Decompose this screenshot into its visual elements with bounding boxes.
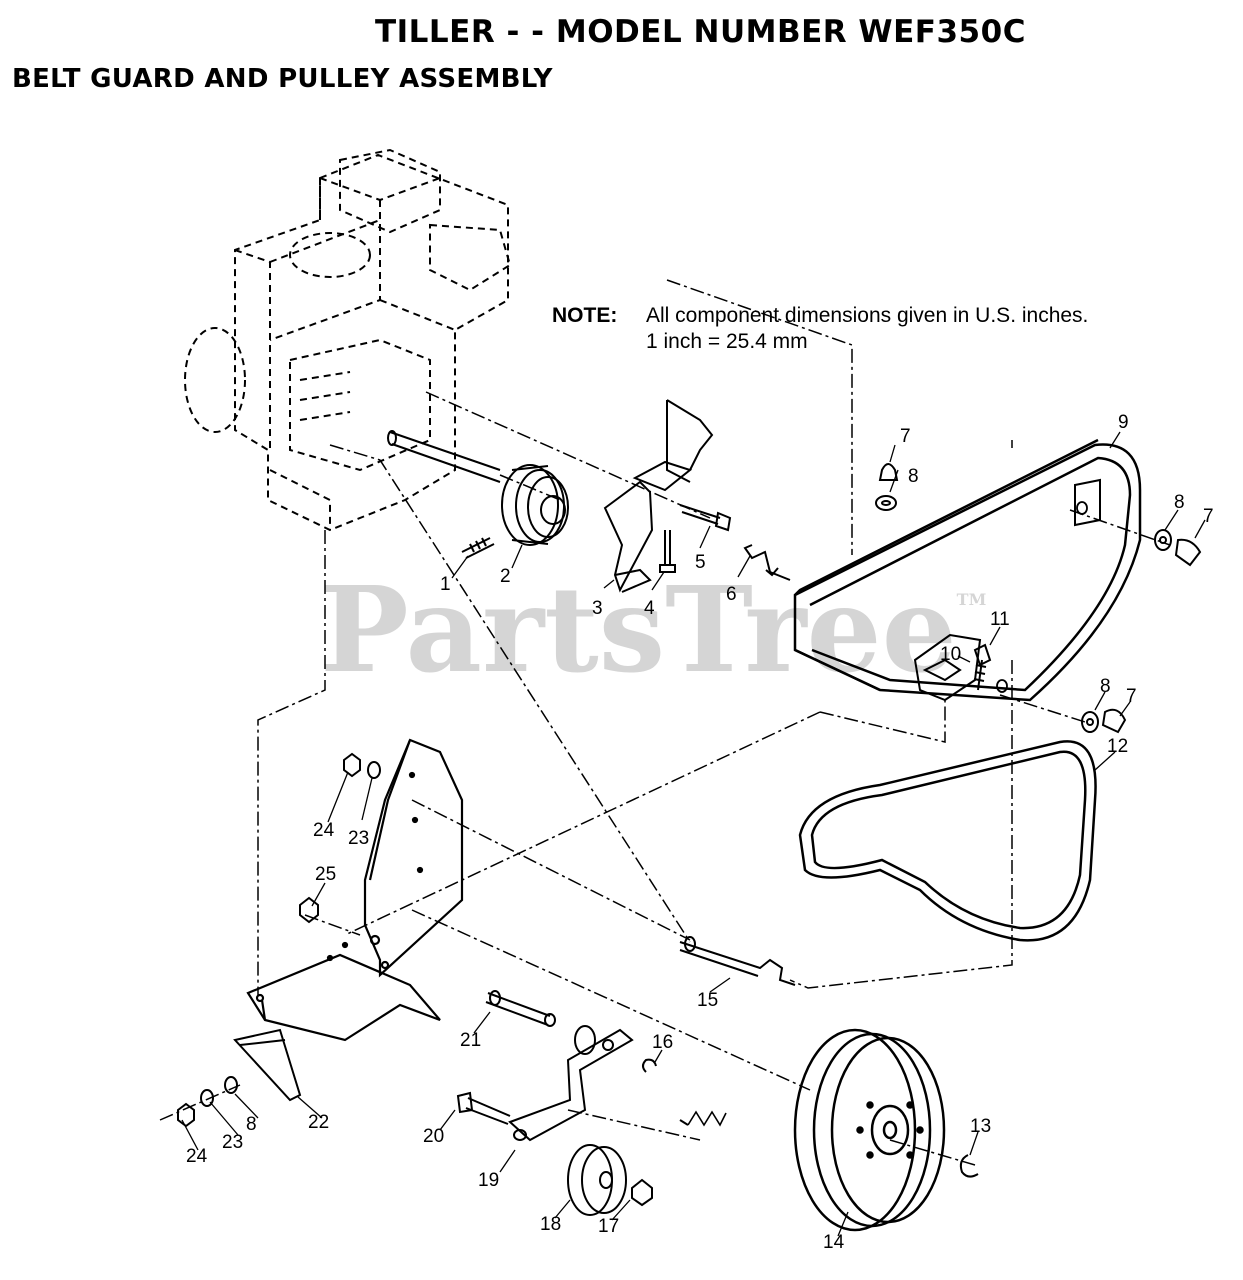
part-4-bolt (659, 530, 676, 573)
callout-8d: 8 (246, 1114, 257, 1135)
mounting-plate (246, 738, 464, 1042)
callout-23a: 23 (348, 828, 369, 849)
callout-leaders (181, 431, 1206, 1237)
callout-20: 20 (423, 1126, 444, 1147)
callout-7a: 7 (900, 426, 911, 447)
part-5-bolt (679, 504, 732, 532)
callout-7c: 7 (1126, 686, 1137, 707)
callout-8b: 8 (1174, 492, 1185, 513)
part-9-belt-guard (793, 438, 1142, 702)
callout-11: 11 (990, 609, 1010, 630)
part-8-washer-d (224, 1076, 238, 1094)
callout-15: 15 (697, 990, 718, 1011)
callout-8a: 8 (908, 466, 919, 487)
part-15-rod (679, 936, 796, 986)
callout-1: 1 (440, 574, 451, 595)
callout-22: 22 (308, 1112, 329, 1133)
part-17-nut (631, 1178, 653, 1207)
note-line-1: All component dimensions given in U.S. i… (646, 304, 1089, 327)
callout-19: 19 (478, 1170, 499, 1191)
callout-5: 5 (695, 552, 706, 573)
callout-17: 17 (598, 1216, 619, 1237)
callout-24a: 24 (313, 820, 335, 841)
callout-10: 10 (940, 644, 961, 665)
callout-25: 25 (315, 864, 336, 885)
part-13-clip (959, 1154, 979, 1178)
callout-18: 18 (540, 1214, 561, 1235)
part-21-shaft (485, 990, 556, 1027)
part-2-engine-pulley (501, 464, 569, 546)
callout-9: 9 (1118, 412, 1129, 433)
part-1-set-screw (461, 537, 495, 559)
part-8-washer-b (1154, 529, 1172, 551)
dimension-note: NOTE: All component dimensions given in U… (552, 303, 1088, 355)
part-7-acorn-nut-b (1174, 538, 1202, 567)
callout-23b: 23 (222, 1132, 243, 1153)
callout-16: 16 (652, 1032, 673, 1053)
part-7-acorn-nut-c (1101, 708, 1127, 734)
callout-4: 4 (644, 598, 655, 619)
part-8-washer-a (875, 495, 897, 511)
part-19-idler-arm (508, 1025, 634, 1142)
part-24-nut-b (177, 1102, 195, 1128)
callout-8c: 8 (1100, 676, 1111, 697)
assembly-title: BELT GUARD AND PULLEY ASSEMBLY (12, 64, 553, 94)
engine-outline (184, 148, 512, 532)
part-25-nut (299, 896, 319, 924)
part-16-spring (642, 1058, 727, 1127)
part-24-nut-a (343, 752, 361, 778)
callout-7b: 7 (1203, 506, 1214, 527)
page-title: TILLER - - MODEL NUMBER WEF350C (375, 14, 1026, 50)
alignment-lines (159, 279, 1171, 1166)
callout-24b: 24 (186, 1146, 208, 1167)
part-8-washer-c (1081, 711, 1099, 733)
crankshaft (387, 430, 501, 483)
part-20-bolt (456, 1091, 511, 1125)
note-label: NOTE: (552, 304, 618, 327)
part-11-bolt (973, 643, 992, 691)
callout-numbers: 1 2 3 4 5 6 7 8 9 8 7 10 11 8 7 12 13 14… (186, 412, 1214, 1253)
part-18-idler-pulley (567, 1144, 627, 1216)
callout-13: 13 (970, 1116, 991, 1137)
part-3-bracket (603, 399, 714, 593)
part-14-large-pulley (793, 1028, 946, 1232)
part-22-plate (233, 1028, 302, 1102)
callout-6: 6 (726, 584, 737, 605)
part-7-acorn-nut-a (878, 463, 899, 481)
callout-21: 21 (460, 1030, 481, 1051)
part-23-lockwasher-b (200, 1089, 214, 1107)
callout-3: 3 (592, 598, 603, 619)
note-line-2: 1 inch = 25.4 mm (646, 330, 808, 353)
callout-14: 14 (823, 1232, 845, 1253)
part-23-lockwasher-a (367, 761, 381, 779)
part-6-rod (743, 544, 791, 581)
callout-12: 12 (1107, 736, 1128, 757)
part-12-v-belt (798, 740, 1097, 942)
callout-2: 2 (500, 566, 511, 587)
